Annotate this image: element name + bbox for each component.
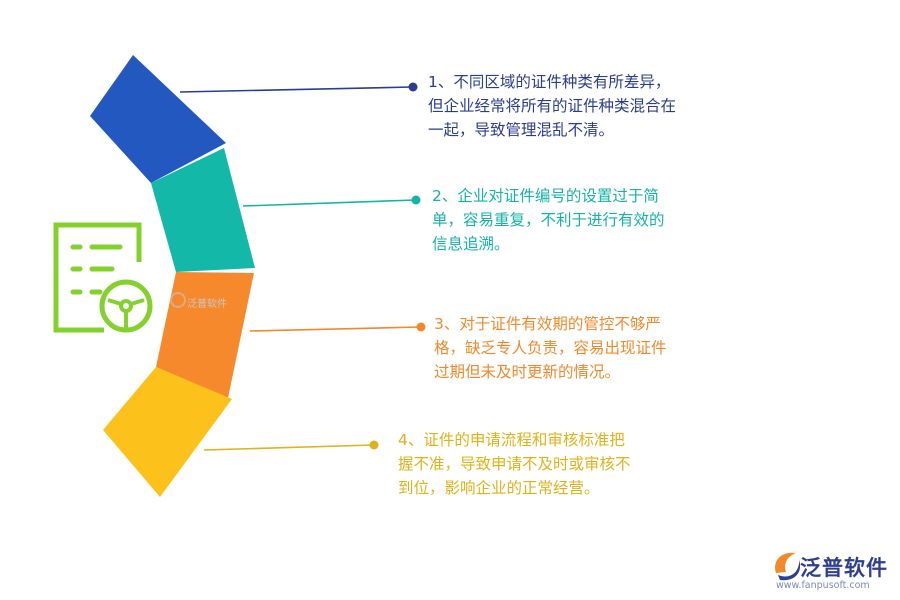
logo-icon	[775, 552, 801, 581]
connector-dot-2	[411, 195, 421, 205]
connector-line-1	[179, 86, 413, 93]
point-3-text: 3、对于证件有效期的管控不够严 格，缺乏专人负责，容易出现证件 过期但未及时更新…	[434, 315, 667, 381]
document-steering-wheel-icon	[53, 222, 153, 333]
connector-dot-3	[416, 322, 426, 332]
connector-line-4	[203, 444, 374, 451]
point-4-text: 4、证件的申请流程和审核标准把 握不准，导致申请不及时或审核不 到位，影响企业的…	[398, 431, 631, 497]
logo-name[interactable]: 泛普软件	[800, 556, 888, 580]
segment-2	[151, 148, 255, 272]
connector-line-2	[242, 199, 416, 207]
watermark-text: 泛普软件	[187, 299, 227, 310]
connector-dot-4	[369, 440, 379, 450]
segment-4	[103, 367, 232, 497]
point-2-text: 2、企业对证件编号的设置过于简 单，容易重复，不利于进行有效的 信息追溯。	[432, 187, 665, 253]
connector-line-3	[249, 326, 421, 332]
logo-url[interactable]: www.fanpusoft.com	[776, 580, 870, 591]
segment-1	[90, 55, 226, 183]
point-1-text: 1、不同区域的证件种类有所差异， 但企业经常将所有的证件种类混合在 一起，导致管…	[428, 73, 677, 139]
watermark-mark	[170, 292, 186, 308]
segment-3	[156, 272, 254, 398]
connector-dot-1	[408, 82, 418, 92]
